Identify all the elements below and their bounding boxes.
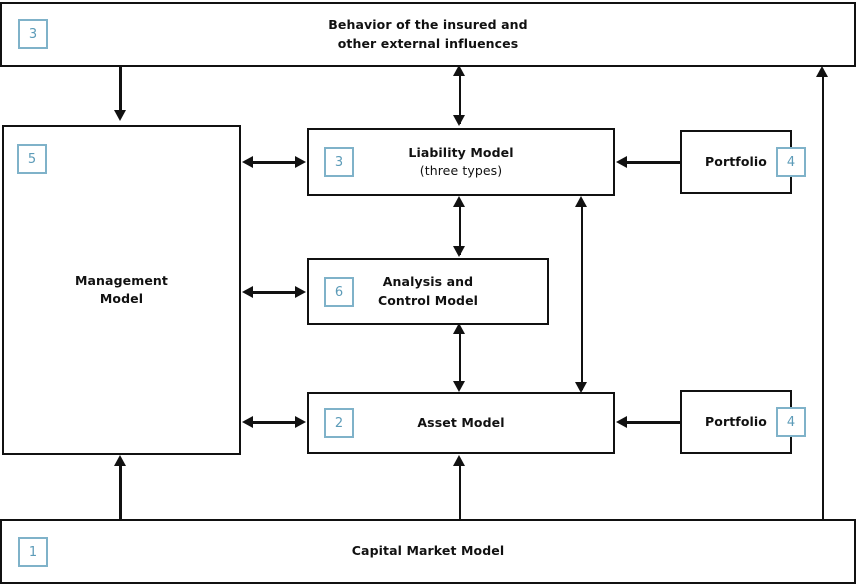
arrowhead-management-to-liability-right xyxy=(295,156,306,168)
connector-behavior-to-liability xyxy=(458,72,461,124)
arrowhead-behavior-to-management-down xyxy=(113,110,126,121)
arrowhead-capital-market-to-asset-up xyxy=(453,455,466,466)
connector-liability-to-asset xyxy=(580,203,583,390)
node-portfolio-top-label: Portfolio xyxy=(705,153,767,169)
connector-management-to-liability xyxy=(249,161,299,164)
arrowhead-behavior-to-liability-down xyxy=(453,115,466,126)
node-management[interactable]: Management Model xyxy=(2,125,241,455)
arrowhead-liability-to-asset-up xyxy=(575,196,588,207)
badge-liability: 3 xyxy=(324,147,354,177)
connector-management-to-analysis xyxy=(249,291,299,294)
node-liability[interactable]: Liability Model (three types) xyxy=(307,128,615,196)
arrowhead-management-to-analysis-left xyxy=(242,286,253,298)
arrowhead-management-to-analysis-right xyxy=(295,286,306,298)
badge-behavior: 3 xyxy=(18,19,48,49)
node-analysis-label: Analysis and Control Model xyxy=(377,274,479,308)
node-portfolio-top[interactable]: Portfolio xyxy=(680,130,792,194)
badge-capital-market: 1 xyxy=(18,537,48,567)
arrowhead-management-to-liability-left xyxy=(242,156,253,168)
node-portfolio-bottom[interactable]: Portfolio xyxy=(680,390,792,454)
arrowhead-analysis-to-asset-up xyxy=(453,323,466,334)
arrowhead-portfolio-bottom-to-asset-left xyxy=(616,416,627,428)
node-capital-market[interactable]: Capital Market Model xyxy=(0,519,856,584)
node-capital-market-label: Capital Market Model xyxy=(351,543,505,559)
connector-portfolio-top-to-liability xyxy=(625,161,680,164)
node-liability-label: Liability Model (three types) xyxy=(408,126,513,199)
badge-analysis: 6 xyxy=(324,277,354,307)
node-behavior[interactable]: Behavior of the insured and other extern… xyxy=(0,2,856,67)
node-portfolio-bottom-label: Portfolio xyxy=(705,413,767,429)
arrowhead-liability-to-analysis-up xyxy=(453,196,466,207)
node-liability-title: Liability Model xyxy=(408,144,514,160)
badge-management: 5 xyxy=(17,144,47,174)
connector-capital-market-to-asset xyxy=(458,462,461,521)
arrowhead-behavior-to-liability-up xyxy=(453,65,466,76)
arrowhead-portfolio-top-to-liability-left xyxy=(616,156,627,168)
connector-portfolio-bottom-to-asset xyxy=(625,421,680,424)
arrowhead-management-to-asset-left xyxy=(242,416,253,428)
connector-liability-to-analysis xyxy=(458,203,461,255)
connector-behavior-to-management xyxy=(119,65,122,113)
badge-asset: 2 xyxy=(324,408,354,438)
node-liability-sublabel: (three types) xyxy=(419,163,503,178)
node-management-label: Management Model xyxy=(74,272,168,306)
badge-portfolio-bottom: 4 xyxy=(776,407,806,437)
connector-analysis-to-asset xyxy=(458,330,461,388)
connector-capital-market-to-behavior xyxy=(821,74,824,521)
arrowhead-analysis-to-asset-down xyxy=(453,381,466,392)
connector-capital-market-to-management xyxy=(119,462,122,521)
badge-portfolio-top: 4 xyxy=(776,147,806,177)
connector-management-to-asset xyxy=(249,421,299,424)
node-asset-label: Asset Model xyxy=(417,414,505,430)
arrowhead-capital-market-to-behavior-up xyxy=(816,66,829,77)
node-asset[interactable]: Asset Model xyxy=(307,392,615,454)
arrowhead-capital-market-to-management-up xyxy=(113,455,126,466)
arrowhead-liability-to-analysis-down xyxy=(453,246,466,257)
arrowhead-liability-to-asset-down xyxy=(575,382,588,393)
node-behavior-label: Behavior of the insured and other extern… xyxy=(328,17,528,51)
arrowhead-management-to-asset-right xyxy=(295,416,306,428)
